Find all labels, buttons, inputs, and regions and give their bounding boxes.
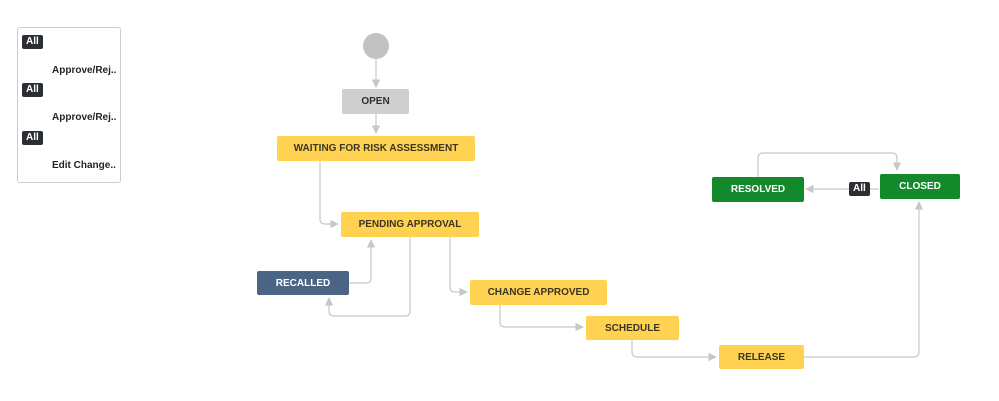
- status-pending-approval[interactable]: PENDING APPROVAL: [341, 212, 479, 237]
- status-recalled[interactable]: RECALLED: [257, 271, 349, 295]
- transition-legend: [17, 27, 121, 183]
- pending-to-recalled-arrow: [324, 237, 411, 317]
- pending-to-change-approved-arrow: [449, 237, 468, 297]
- schedule-to-release-arrow: [631, 340, 717, 362]
- legend-badge-2: All: [22, 83, 43, 97]
- legend-label-1[interactable]: Approve/Rej..: [52, 65, 117, 76]
- legend-label-2[interactable]: Approve/Rej..: [52, 112, 117, 123]
- status-closed[interactable]: CLOSED: [880, 174, 960, 199]
- status-release[interactable]: RELEASE: [719, 345, 804, 369]
- status-open[interactable]: OPEN: [342, 89, 409, 114]
- legend-badge-3: All: [22, 131, 43, 145]
- status-change-approved[interactable]: CHANGE APPROVED: [470, 280, 607, 305]
- recalled-to-pending-arrow: [349, 239, 376, 284]
- status-waiting-for-risk-assessment[interactable]: WAITING FOR RISK ASSESSMENT: [277, 136, 475, 161]
- legend-badge-1: All: [22, 35, 43, 49]
- start-node: [363, 33, 389, 59]
- resolved-to-closed-arrow: [757, 152, 902, 177]
- status-resolved[interactable]: RESOLVED: [712, 177, 804, 202]
- release-to-closed-arrow: [804, 201, 924, 358]
- transition-badge-all[interactable]: All: [849, 182, 870, 196]
- change-approved-to-schedule-arrow: [499, 305, 584, 332]
- status-schedule[interactable]: SCHEDULE: [586, 316, 679, 340]
- waiting-to-pending-arrow: [319, 161, 339, 229]
- legend-label-3[interactable]: Edit Change..: [52, 160, 116, 171]
